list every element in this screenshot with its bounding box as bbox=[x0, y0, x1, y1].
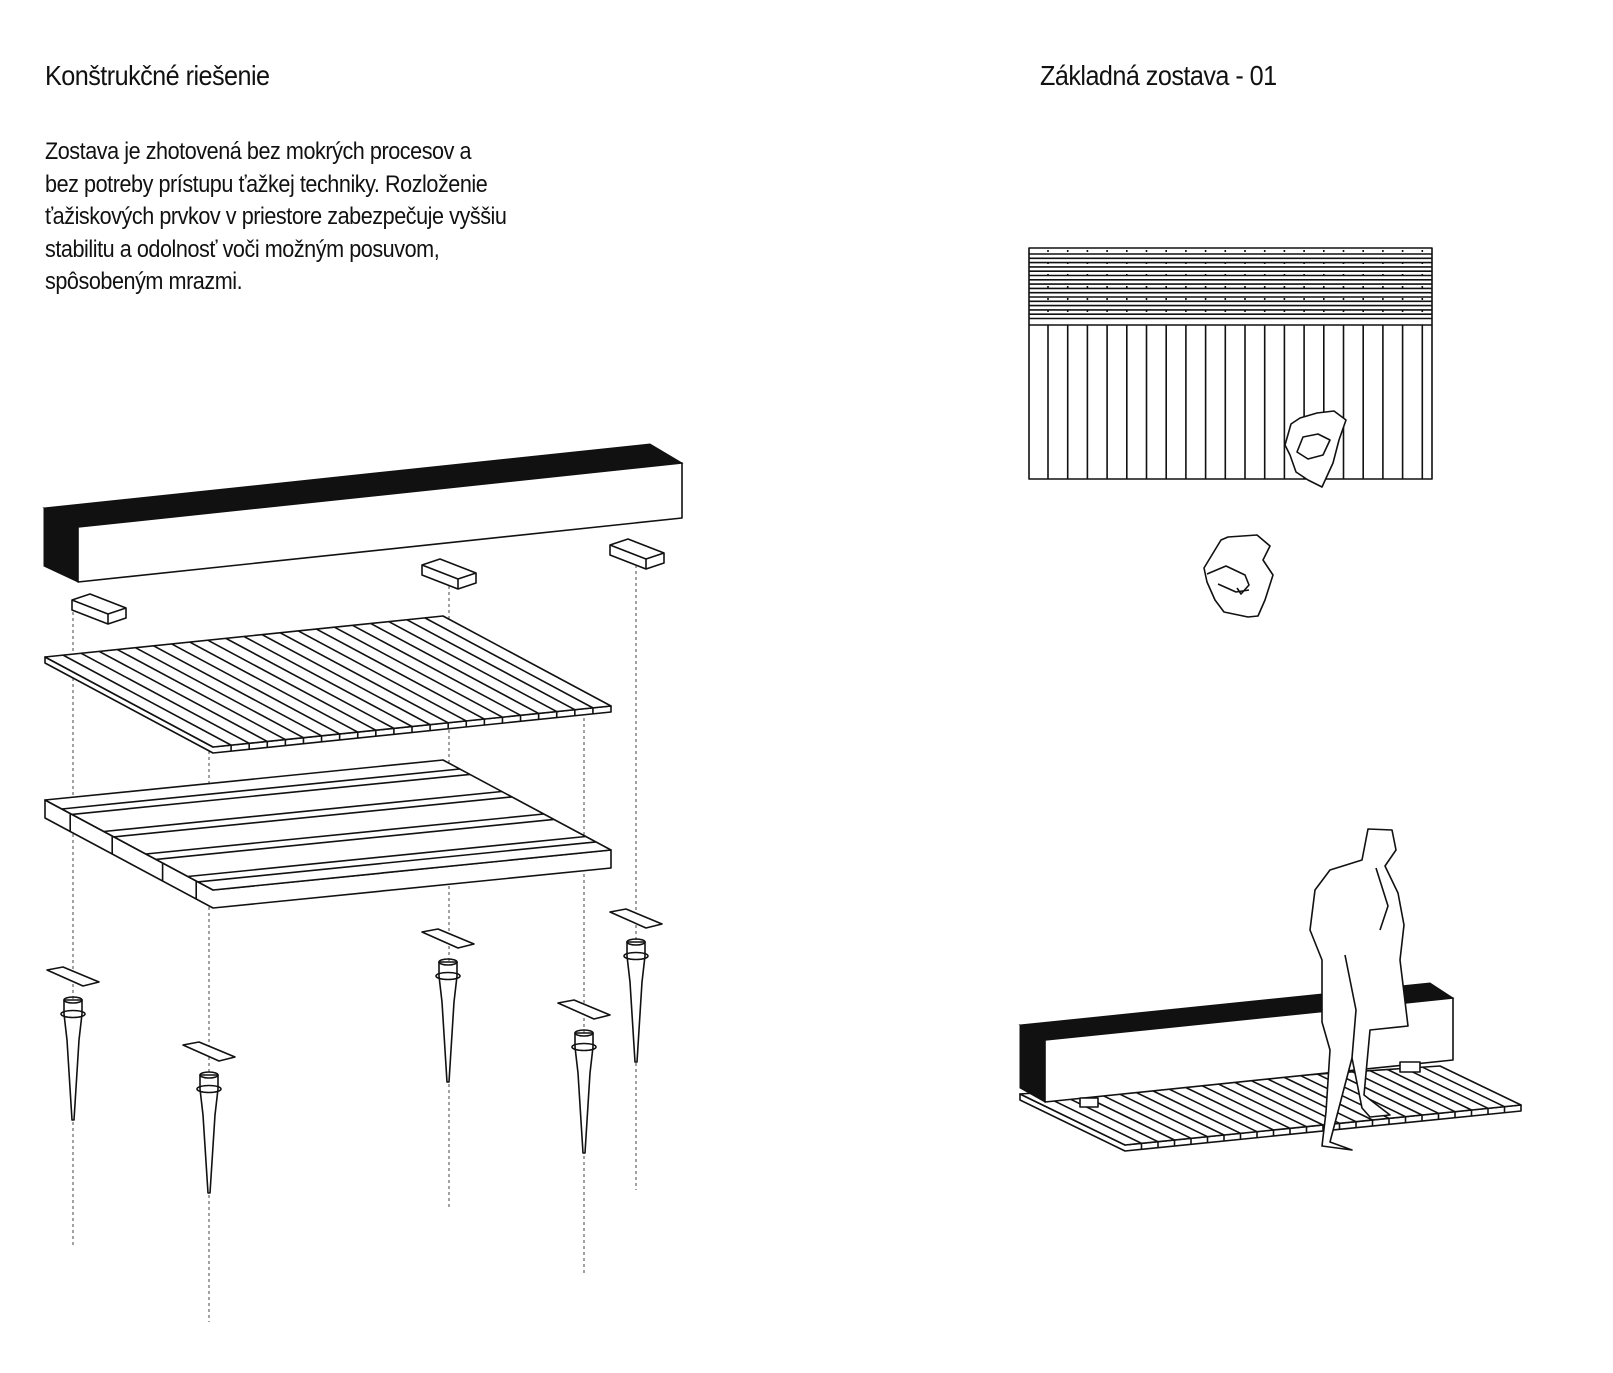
section-title-basic-set: Základná zostava - 01 bbox=[1040, 60, 1277, 91]
slat-line bbox=[62, 654, 232, 746]
slat-line bbox=[1194, 1081, 1291, 1130]
plan-view bbox=[1028, 247, 1433, 618]
spacer-block bbox=[71, 593, 127, 625]
base-plate bbox=[557, 999, 611, 1020]
base-plate bbox=[421, 928, 475, 949]
slat-line bbox=[153, 645, 322, 737]
frame-joist bbox=[103, 790, 502, 833]
spike-cap bbox=[63, 996, 83, 1004]
slat-line bbox=[116, 648, 286, 741]
slat-line bbox=[279, 632, 449, 724]
description-line: ťažiskových prvkov v priestore zabezpeču… bbox=[45, 203, 507, 230]
description-line: bez potreby prístupu ťažkej techniky. Ro… bbox=[45, 170, 488, 198]
frame-joist bbox=[61, 768, 460, 810]
slat-line bbox=[189, 641, 359, 733]
ground-spike bbox=[199, 1074, 219, 1194]
slat-line bbox=[352, 624, 521, 717]
slat-line bbox=[1334, 1072, 1423, 1116]
base-plate bbox=[182, 1041, 236, 1062]
frame-joist bbox=[187, 835, 586, 878]
slat-line bbox=[1404, 1067, 1489, 1110]
spacer-blocks bbox=[71, 538, 665, 625]
ground-spike bbox=[63, 999, 83, 1121]
slat-line bbox=[388, 620, 558, 713]
spike-cap bbox=[199, 1071, 219, 1079]
slat-line bbox=[135, 646, 304, 739]
spike-ring bbox=[60, 1009, 86, 1019]
slat-line bbox=[207, 639, 377, 731]
spike-cap bbox=[574, 1029, 594, 1037]
spacer-block bbox=[421, 558, 477, 590]
slat-line bbox=[370, 622, 540, 715]
slat-line bbox=[243, 635, 413, 728]
slat-line bbox=[1089, 1088, 1192, 1140]
rock-icon bbox=[1284, 410, 1347, 488]
slat-line bbox=[1212, 1080, 1307, 1128]
slat-line bbox=[334, 626, 503, 718]
frame-joist bbox=[197, 841, 596, 883]
person-figure bbox=[1309, 828, 1409, 1151]
slat-line bbox=[1142, 1085, 1241, 1135]
spike-ring bbox=[571, 1042, 597, 1052]
ground-spike bbox=[626, 941, 646, 1063]
spike-ring bbox=[435, 971, 461, 981]
description-line: spôsobeným mrazmi. bbox=[45, 268, 243, 295]
section-title-construction: Konštrukčné riešenie bbox=[45, 60, 270, 91]
rock-icon bbox=[1203, 534, 1274, 618]
slat-line bbox=[1177, 1082, 1274, 1131]
slat-line bbox=[1352, 1071, 1439, 1115]
slat-line bbox=[1422, 1066, 1505, 1108]
spike-ring bbox=[196, 1084, 222, 1094]
support-frame bbox=[44, 759, 612, 909]
slat-line bbox=[1124, 1086, 1225, 1136]
slat-line bbox=[315, 628, 485, 720]
slat-line bbox=[1229, 1079, 1324, 1126]
frame-joist bbox=[155, 818, 554, 861]
frame-joist bbox=[145, 813, 544, 855]
slat-line bbox=[171, 643, 341, 735]
seat-beam bbox=[42, 443, 684, 583]
perspective-view bbox=[1018, 828, 1522, 1152]
slat-line bbox=[1387, 1068, 1472, 1111]
slat-line bbox=[225, 637, 395, 730]
slat-line bbox=[1264, 1076, 1357, 1123]
spike-cap bbox=[626, 938, 646, 946]
ground-spike bbox=[438, 961, 458, 1083]
plan-slats bbox=[1029, 250, 1432, 479]
frame-joist bbox=[113, 796, 512, 838]
slat-line bbox=[406, 619, 576, 711]
spike-ring bbox=[623, 951, 649, 961]
slat-line bbox=[1247, 1078, 1340, 1125]
ground-spike bbox=[574, 1032, 594, 1154]
slat-line bbox=[80, 652, 250, 744]
construction-description: Zostava je zhotovená bez mokrých proceso… bbox=[45, 136, 621, 299]
base-plate bbox=[46, 966, 100, 987]
base-plate bbox=[609, 908, 663, 929]
slat-line bbox=[1369, 1069, 1456, 1113]
ground-anchors bbox=[46, 908, 663, 1194]
frame-joist bbox=[71, 773, 470, 816]
slat-line bbox=[261, 633, 431, 726]
description-line: Zostava je zhotovená bez mokrých proceso… bbox=[45, 138, 472, 165]
description-line: stabilitu a odolnosť voči možným posuvom… bbox=[45, 235, 440, 263]
spike-cap bbox=[438, 958, 458, 966]
slat-line bbox=[297, 630, 467, 722]
exploded-axonometric-diagram bbox=[42, 443, 684, 1322]
slat-line bbox=[1107, 1087, 1208, 1138]
spacer-block bbox=[609, 538, 665, 570]
slat-line bbox=[98, 650, 268, 743]
slat-line bbox=[424, 617, 594, 709]
slat-line bbox=[1159, 1083, 1258, 1133]
deck-slats bbox=[44, 615, 612, 754]
